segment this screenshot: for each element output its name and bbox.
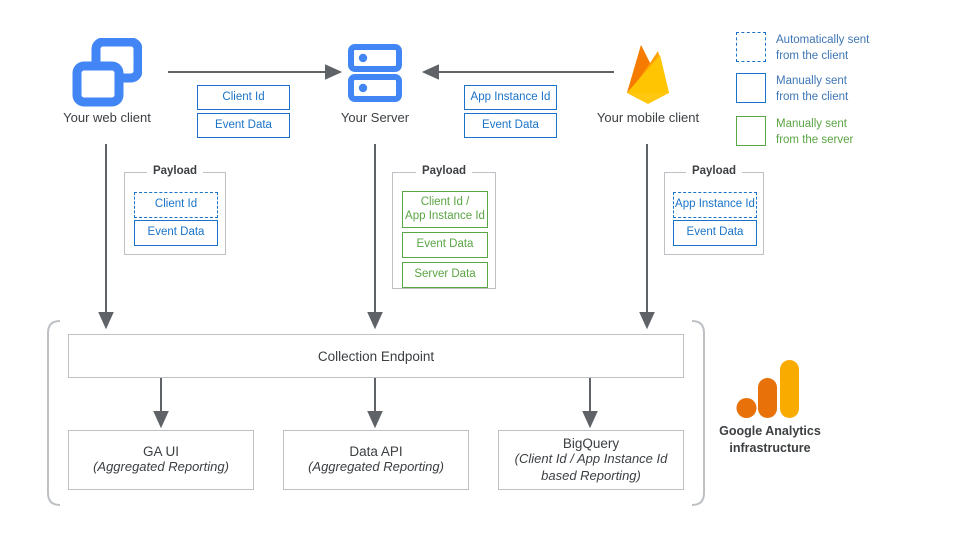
- data-api-title: Data API: [349, 444, 403, 460]
- payload-web: Payload Client Id Event Data: [124, 165, 226, 255]
- payload-server-server-data: Server Data: [402, 262, 488, 288]
- bracket-right: [691, 320, 705, 506]
- google-analytics-icon: [736, 358, 802, 420]
- destination-box-bigquery: BigQuery (Client Id / App Instance Id ba…: [498, 430, 684, 490]
- payload-mobile: Payload App Instance Id Event Data: [664, 165, 764, 255]
- payload-mobile-event-data: Event Data: [673, 220, 757, 246]
- legend-item-manually-sent-client: Manually sent from the client: [736, 73, 848, 105]
- payload-server-title: Payload: [415, 165, 473, 177]
- legend-swatch-dashed-blue: [736, 32, 766, 62]
- payload-web-event-data: Event Data: [134, 220, 218, 246]
- legend-line1-1: Manually sent: [776, 75, 847, 87]
- legend-label-manually-sent-server: Manually sent from the server: [776, 116, 853, 148]
- browser-windows-icon: [72, 37, 143, 108]
- payload-mobile-title: Payload: [685, 165, 743, 177]
- server-label: Your Server: [340, 110, 410, 125]
- chip-mobile-event-data: Event Data: [464, 113, 557, 138]
- ga-infrastructure-label-line1: Google Analytics: [719, 424, 821, 438]
- collection-endpoint-label: Collection Endpoint: [317, 348, 435, 364]
- mobile-client-label: Your mobile client: [596, 110, 700, 125]
- ga-infrastructure-label-line2: infrastructure: [729, 440, 811, 455]
- destination-box-data-api: Data API (Aggregated Reporting): [283, 430, 469, 490]
- bigquery-detail-line2: based Reporting): [541, 467, 641, 483]
- payload-server: Payload Client Id / App Instance Id Even…: [392, 165, 496, 289]
- ga-ui-title: GA UI: [142, 444, 179, 460]
- legend-swatch-solid-blue: [736, 73, 766, 103]
- bracket-left: [47, 320, 61, 506]
- chip-mobile-app-instance-id: App Instance Id: [464, 85, 557, 110]
- ga-infrastructure-label: Google Analytics infrastructure: [688, 423, 852, 457]
- legend-line1-2: Manually sent: [776, 118, 847, 130]
- legend-line2-1: from the client: [776, 90, 849, 103]
- payload-server-id: Client Id / App Instance Id: [402, 191, 488, 228]
- chip-web-client-id: Client Id: [197, 85, 290, 110]
- destination-box-ga-ui: GA UI (Aggregated Reporting): [68, 430, 254, 490]
- firebase-flame-icon: [620, 38, 676, 108]
- payload-server-id-line1: Client Id /: [420, 196, 470, 209]
- bigquery-detail-line1: (Client Id / App Instance Id: [514, 451, 668, 467]
- ga-ui-detail: (Aggregated Reporting): [93, 459, 229, 475]
- payload-web-client-id: Client Id: [134, 192, 218, 218]
- legend-item-automatically-sent-client: Automatically sent from the client: [736, 32, 869, 64]
- legend-label-manually-sent-client: Manually sent from the client: [776, 73, 848, 105]
- bigquery-title: BigQuery: [562, 436, 620, 452]
- legend-label-automatically-sent-client: Automatically sent from the client: [776, 32, 869, 64]
- payload-server-event-data: Event Data: [402, 232, 488, 258]
- legend-line2-0: from the client: [776, 49, 849, 62]
- legend-line1-0: Automatically sent: [776, 34, 870, 46]
- chip-web-event-data: Event Data: [197, 113, 290, 138]
- payload-mobile-app-instance-id: App Instance Id: [673, 192, 757, 218]
- legend-swatch-solid-green: [736, 116, 766, 146]
- payload-server-id-line2: App Instance Id: [405, 209, 485, 222]
- legend-item-manually-sent-server: Manually sent from the server: [736, 116, 853, 148]
- payload-web-title: Payload: [146, 165, 204, 177]
- collection-endpoint-box: Collection Endpoint: [68, 334, 684, 378]
- web-client-label: Your web client: [63, 110, 151, 125]
- data-api-detail: (Aggregated Reporting): [308, 459, 444, 475]
- server-rack-icon: [348, 44, 402, 102]
- legend-line2-2: from the server: [776, 133, 854, 146]
